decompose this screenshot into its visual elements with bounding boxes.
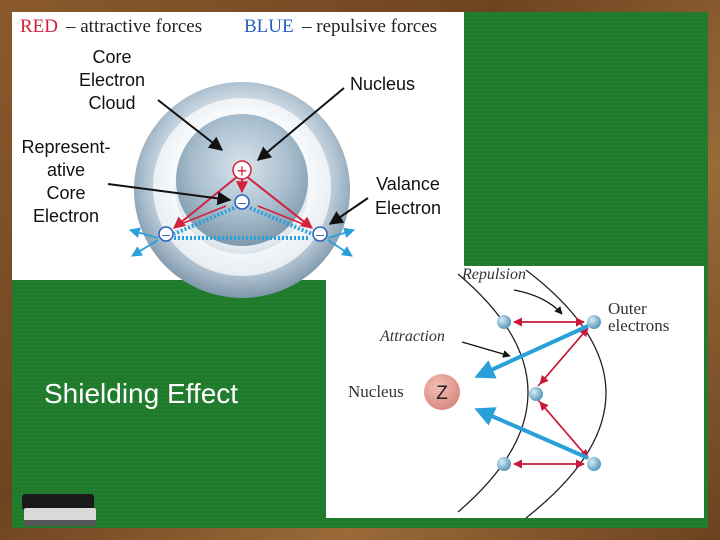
slide-title: Shielding Effect	[44, 378, 239, 409]
valence-electron-left-icon	[158, 226, 174, 242]
bottom-diagram-panel: Z Repulsion Attraction Outer electrons N…	[326, 266, 704, 519]
core-electron-icon	[234, 194, 250, 210]
inner-electron-mid-icon	[529, 387, 543, 401]
label-valance-electron: Valance Electron	[374, 174, 442, 218]
chalkboard-eraser-icon	[22, 494, 96, 526]
top-diagram-panel: RED – attractive forces BLUE – repulsive…	[12, 12, 464, 298]
inner-shell	[457, 273, 529, 513]
svg-text:+: +	[237, 161, 248, 181]
legend-red-label: RED	[20, 16, 58, 37]
nucleus-icon	[232, 160, 252, 180]
label-nucleus-bottom: Nucleus	[348, 382, 404, 401]
label-outer-electrons: Outer electrons	[608, 299, 670, 335]
legend-blue-text: – repulsive forces	[302, 16, 438, 37]
inner-electron-top-icon	[497, 315, 511, 329]
atom-diagram: + – – –	[107, 82, 369, 298]
label-nucleus-top: Nucleus	[350, 74, 416, 94]
shielding-diagram: Z	[424, 269, 607, 519]
label-repulsion: Repulsion	[462, 266, 526, 283]
label-core-electron-cloud: Core Electron Cloud	[78, 47, 146, 113]
legend-red-text: – attractive forces	[66, 16, 203, 37]
svg-text:Z: Z	[436, 383, 448, 404]
outer-electron-bottom-icon	[587, 457, 601, 471]
outer-shell	[525, 269, 607, 519]
svg-text:–: –	[238, 194, 246, 210]
legend-blue-label: BLUE	[244, 16, 294, 37]
label-representative-core-electron: Represent- ative Core Electron	[21, 137, 111, 226]
svg-text:–: –	[162, 226, 170, 242]
outer-electron-top-icon	[587, 315, 601, 329]
svg-text:–: –	[316, 226, 324, 242]
nucleus-z-icon	[424, 374, 460, 410]
inner-electron-bottom-icon	[497, 457, 511, 471]
valence-electron-right-icon	[312, 226, 328, 242]
label-attraction: Attraction	[380, 328, 445, 345]
